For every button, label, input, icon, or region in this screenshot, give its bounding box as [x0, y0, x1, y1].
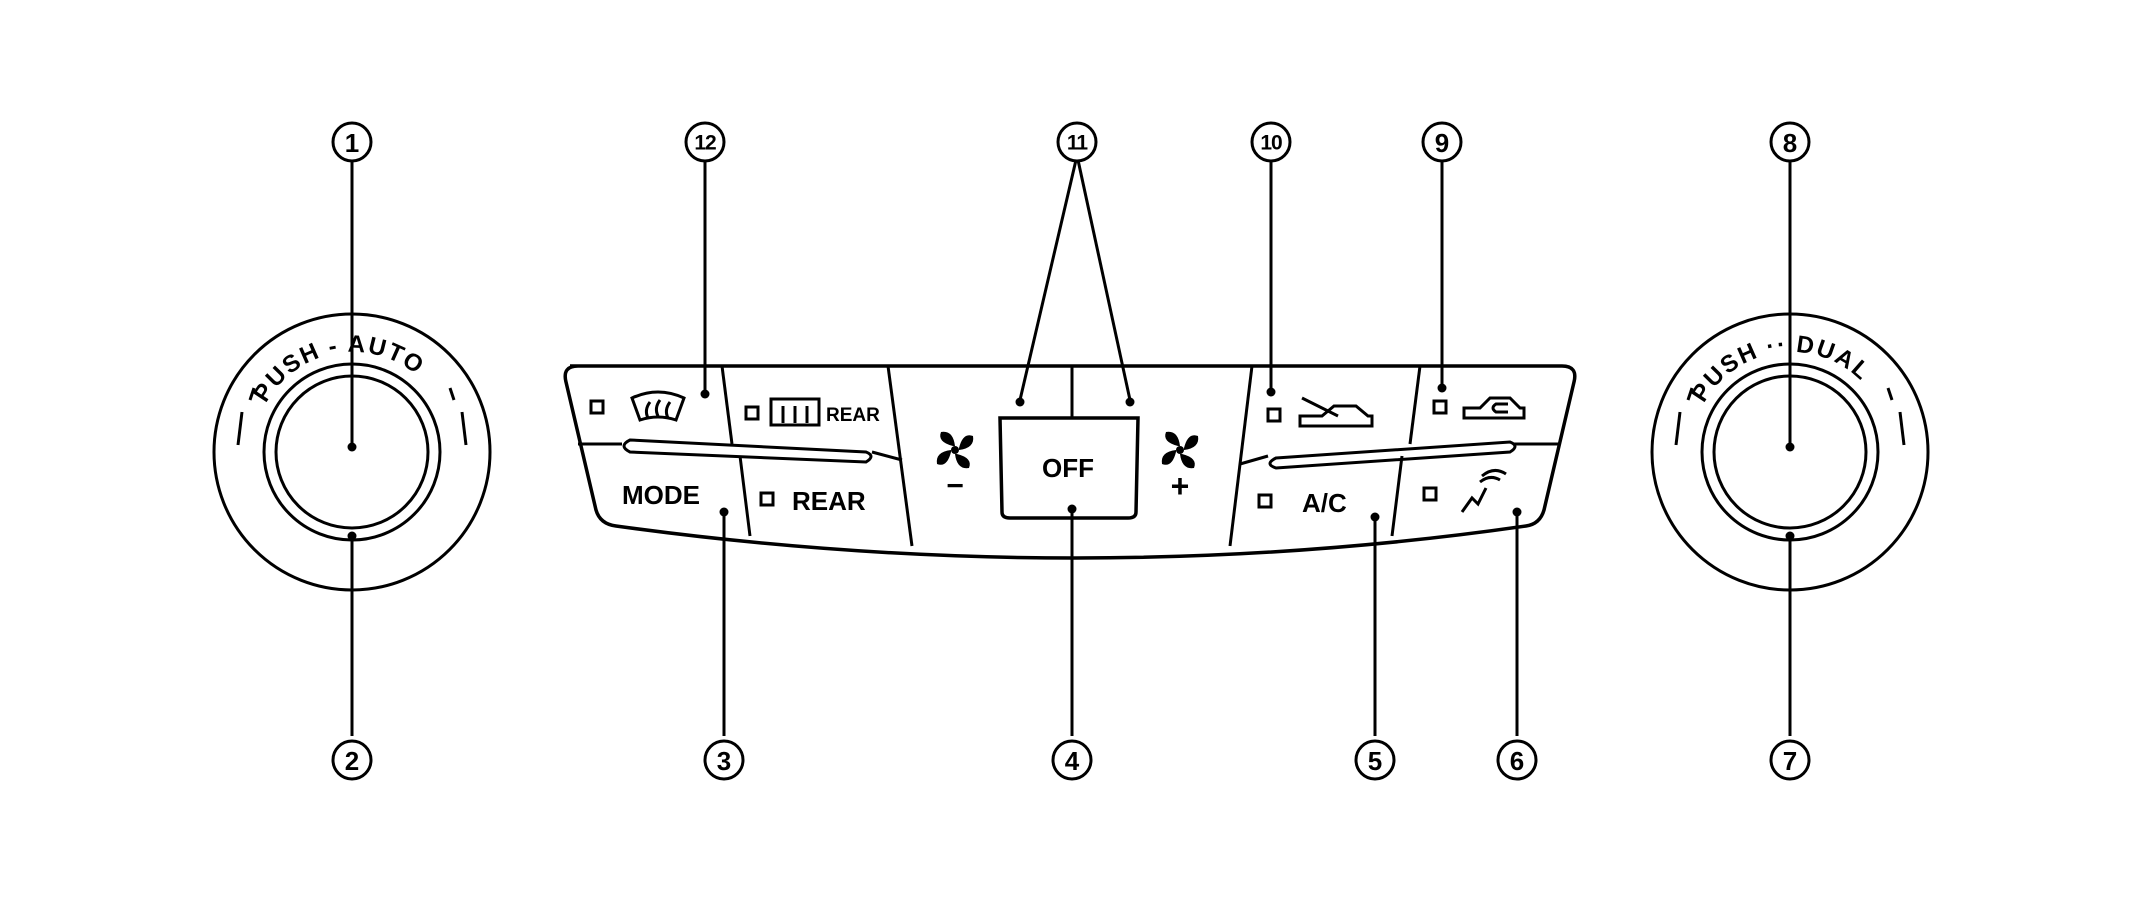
rear-indicator	[759, 491, 775, 507]
right-slider-bar[interactable]	[1268, 440, 1517, 470]
fan-speed-down-button[interactable]: −	[936, 431, 974, 503]
right-knob-dash	[1898, 411, 1906, 446]
callout-4-label: 4	[1065, 746, 1080, 776]
rear-defrost-label: REAR	[826, 405, 880, 426]
panel-divider	[1239, 454, 1269, 466]
panel-divider	[871, 450, 903, 462]
callout-11: 11	[1056, 121, 1098, 163]
right-knob-dash	[1674, 411, 1682, 446]
callout-8-label: 8	[1783, 128, 1797, 158]
right-knob-ring-label: PUSH··DUAL	[1686, 331, 1876, 407]
callout-12-label: 12	[694, 132, 716, 155]
callout-1: 1	[331, 121, 373, 163]
windshield-defrost-icon	[630, 390, 686, 422]
panel-separator	[886, 365, 914, 547]
off-button[interactable]: OFF	[998, 416, 1140, 520]
callout-11-label: 11	[1067, 132, 1089, 155]
recirculation-button[interactable]	[1432, 396, 1526, 420]
callout-5: 5	[1354, 739, 1396, 781]
intake-sensor-icon	[1460, 469, 1507, 513]
panel-separator	[1408, 365, 1422, 445]
front-defrost-indicator	[589, 399, 605, 415]
ac-indicator	[1257, 493, 1273, 509]
front-defrost-button[interactable]	[589, 390, 686, 422]
fan-plus-sign: +	[1171, 468, 1190, 504]
outside-air-intake-icon	[1298, 396, 1374, 428]
panel-separator	[1228, 365, 1254, 547]
outside-air-button[interactable]	[1266, 396, 1374, 428]
callout-6: 6	[1496, 739, 1538, 781]
left-knob-dash	[460, 411, 468, 446]
callout-1-label: 1	[345, 128, 359, 158]
callout-5-label: 5	[1368, 746, 1382, 776]
right-knob-dash	[1886, 387, 1894, 401]
callout-2: 2	[331, 739, 373, 781]
fan-icon	[1161, 431, 1199, 469]
callout-4: 4	[1051, 739, 1093, 781]
left-slider-bar[interactable]	[622, 438, 873, 464]
callout-3-label: 3	[717, 746, 731, 776]
right-knob-ring-separator: ··	[1764, 331, 1788, 361]
leader-lines	[347, 159, 1795, 736]
rear-button[interactable]: REAR	[759, 486, 866, 516]
fan-minus-sign: −	[946, 470, 964, 503]
callout-10: 10	[1250, 121, 1292, 163]
ac-label: A/C	[1302, 488, 1347, 518]
outside-air-indicator	[1266, 407, 1282, 423]
off-button-outline	[998, 416, 1140, 520]
rear-defrost-indicator	[744, 405, 760, 421]
callout-3: 3	[703, 739, 745, 781]
rear-defrost-button[interactable]: REAR	[744, 397, 880, 427]
left-knob-dash	[248, 387, 256, 401]
callout-9: 9	[1421, 121, 1463, 163]
air-recirculation-icon	[1462, 396, 1526, 420]
recirculation-indicator	[1432, 399, 1448, 415]
callout-8: 8	[1769, 121, 1811, 163]
off-label: OFF	[1042, 453, 1094, 483]
intake-sensor-indicator	[1422, 486, 1438, 502]
left-knob-ring-separator: -	[326, 332, 341, 360]
panel-separator	[1390, 455, 1404, 537]
callout-7: 7	[1769, 739, 1811, 781]
callout-9-label: 9	[1435, 128, 1449, 158]
callout-6-label: 6	[1510, 746, 1524, 776]
mode-button[interactable]: MODE	[622, 480, 700, 510]
left-knob-dash	[236, 411, 244, 446]
fan-icon	[936, 431, 974, 469]
callout-2-label: 2	[345, 746, 359, 776]
left-knob-dash	[448, 387, 456, 401]
callout-7-label: 7	[1783, 746, 1797, 776]
right-knob-dash	[1686, 387, 1694, 401]
fan-speed-up-button[interactable]: +	[1161, 431, 1199, 504]
callout-10-label: 10	[1260, 132, 1282, 155]
rear-label: REAR	[792, 486, 866, 516]
center-control-panel: REAR MODE REAR − OFF	[563, 364, 1577, 560]
panel-separator	[720, 365, 734, 445]
rear-window-defrost-icon	[769, 397, 821, 427]
intake-sensor-button[interactable]	[1422, 469, 1507, 513]
panel-outline	[563, 364, 1577, 560]
mode-label: MODE	[622, 480, 700, 510]
ac-button[interactable]: A/C	[1257, 488, 1347, 518]
callout-12: 12	[684, 121, 726, 163]
panel-separator	[738, 455, 752, 537]
